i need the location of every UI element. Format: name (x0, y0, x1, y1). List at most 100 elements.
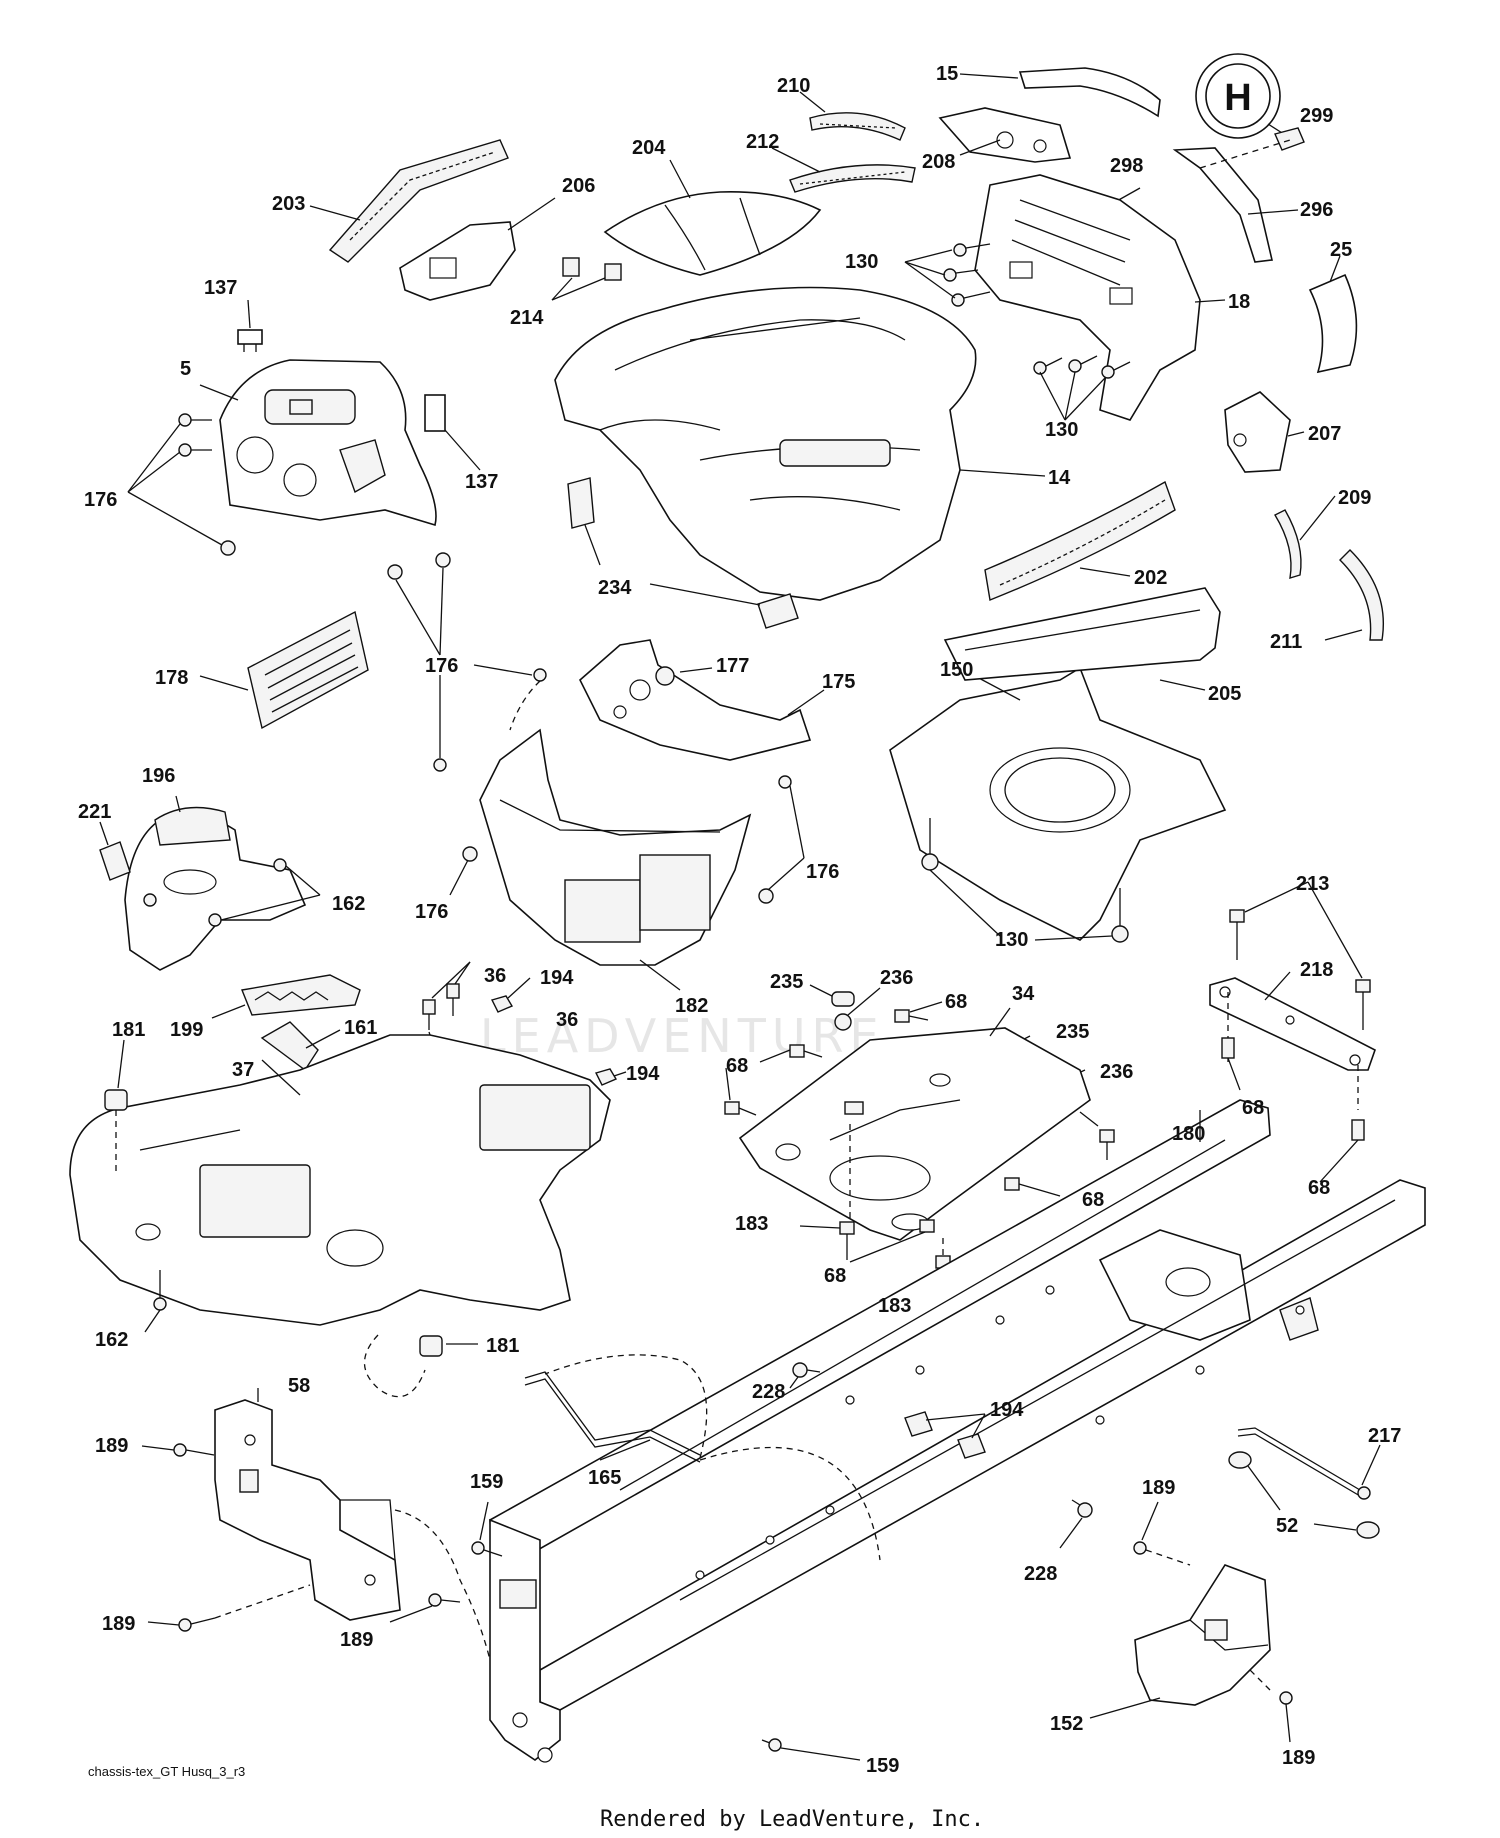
callout-130c: 130 (995, 929, 1028, 951)
callout-18: 18 (1228, 291, 1250, 313)
screw-162-lower (144, 1270, 167, 1333)
part-196 (124, 795, 307, 971)
callout-212: 212 (746, 131, 779, 153)
callout-235a: 235 (770, 971, 803, 993)
callout-209: 209 (1338, 487, 1371, 509)
watermark: LEADVENTURE (480, 1009, 885, 1063)
clip-181-lower (363, 1334, 478, 1398)
callout-150: 150 (940, 659, 973, 681)
callout-34: 34 (1012, 983, 1035, 1005)
callout-196: 196 (142, 765, 175, 787)
part-165 (524, 1354, 881, 1561)
part-18 (974, 174, 1226, 421)
callout-181b: 181 (486, 1335, 519, 1357)
part-296 (1172, 139, 1299, 263)
footer-credit: Rendered by LeadVenture, Inc. (600, 1807, 984, 1832)
callout-206: 206 (562, 175, 595, 197)
part-52 (1228, 1451, 1380, 1539)
callout-213: 213 (1296, 873, 1329, 895)
callout-235b: 235 (1056, 1021, 1089, 1043)
callout-299: 299 (1300, 105, 1333, 127)
screws-130-lower (921, 818, 1129, 943)
callout-68c: 68 (1242, 1097, 1264, 1119)
screws-130-upper (904, 243, 1131, 421)
callout-15: 15 (936, 63, 958, 85)
part-25 (1308, 255, 1358, 374)
callout-177: 177 (716, 655, 749, 677)
part-5 (199, 359, 437, 527)
part-137-right (424, 394, 481, 471)
callout-176a: 176 (84, 489, 117, 511)
callout-194a: 194 (540, 967, 574, 989)
part-180 (489, 1099, 1426, 1763)
part-204 (603, 159, 822, 276)
callout-68e: 68 (1082, 1189, 1104, 1211)
callout-221: 221 (78, 801, 111, 823)
part-137-top (237, 299, 263, 352)
screws-176-left (127, 413, 451, 656)
part-209 (1274, 495, 1336, 579)
screws-189 (141, 1443, 1293, 1743)
callout-194b: 194 (626, 1063, 660, 1085)
bolts-213 (1221, 881, 1371, 1183)
callout-52: 52 (1276, 1515, 1298, 1537)
callout-199: 199 (170, 1019, 203, 1041)
callout-182: 182 (675, 995, 708, 1017)
callout-137b: 137 (465, 471, 498, 493)
clip-181-upper (104, 1039, 128, 1175)
callout-234: 234 (598, 577, 632, 599)
callout-68a: 68 (945, 991, 967, 1013)
callout-203: 203 (272, 193, 305, 215)
callout-130b: 130 (1045, 419, 1078, 441)
callout-130a: 130 (845, 251, 878, 273)
part-14 (554, 286, 1046, 601)
part-152 (1089, 1564, 1271, 1719)
callout-194c: 194 (990, 1399, 1024, 1421)
callout-189e: 189 (1282, 1747, 1315, 1769)
part-161 (260, 1021, 341, 1072)
callout-68b: 68 (726, 1055, 748, 1077)
callout-210: 210 (777, 75, 810, 97)
callout-36a: 36 (484, 965, 506, 987)
callout-202: 202 (1134, 567, 1167, 589)
callout-36b: 36 (556, 1009, 578, 1031)
husqvarna-logo: H (1195, 53, 1305, 151)
part-58 (214, 1388, 491, 1661)
callout-159b: 159 (866, 1755, 899, 1777)
callout-205: 205 (1208, 683, 1241, 705)
drawing-id: chassis-tex_GT Husq_3_r3 (88, 1764, 245, 1779)
part-175 (579, 639, 825, 761)
part-218 (1209, 971, 1376, 1071)
callout-217: 217 (1368, 1425, 1401, 1447)
callout-58: 58 (288, 1375, 310, 1397)
screws-176-center (433, 664, 805, 904)
callout-228a: 228 (752, 1381, 785, 1403)
callout-178: 178 (155, 667, 188, 689)
callout-152: 152 (1050, 1713, 1083, 1735)
nuts-194-lower (904, 1411, 986, 1459)
callout-189d: 189 (340, 1629, 373, 1651)
callout-214: 214 (510, 307, 544, 329)
clips-228 (789, 1362, 1093, 1549)
part-182 (449, 728, 752, 991)
callout-175: 175 (822, 671, 855, 693)
logo-letter: H (1224, 77, 1251, 119)
callout-162a: 162 (332, 893, 365, 915)
callout-137a: 137 (204, 277, 237, 299)
part-203 (309, 139, 509, 263)
callout-296: 296 (1300, 199, 1333, 221)
callout-181a: 181 (112, 1019, 145, 1041)
callout-37: 37 (232, 1059, 254, 1081)
callout-183b: 183 (878, 1295, 911, 1317)
callout-218: 218 (1300, 959, 1333, 981)
nuts-194-upper (490, 977, 627, 1086)
callout-236a: 236 (880, 967, 913, 989)
callout-176c: 176 (415, 901, 448, 923)
part-221 (99, 821, 131, 881)
callout-211: 211 (1270, 631, 1302, 653)
part-208 (938, 107, 1072, 163)
callout-189c: 189 (102, 1613, 135, 1635)
part-207 (1224, 391, 1305, 473)
callout-207: 207 (1308, 423, 1341, 445)
